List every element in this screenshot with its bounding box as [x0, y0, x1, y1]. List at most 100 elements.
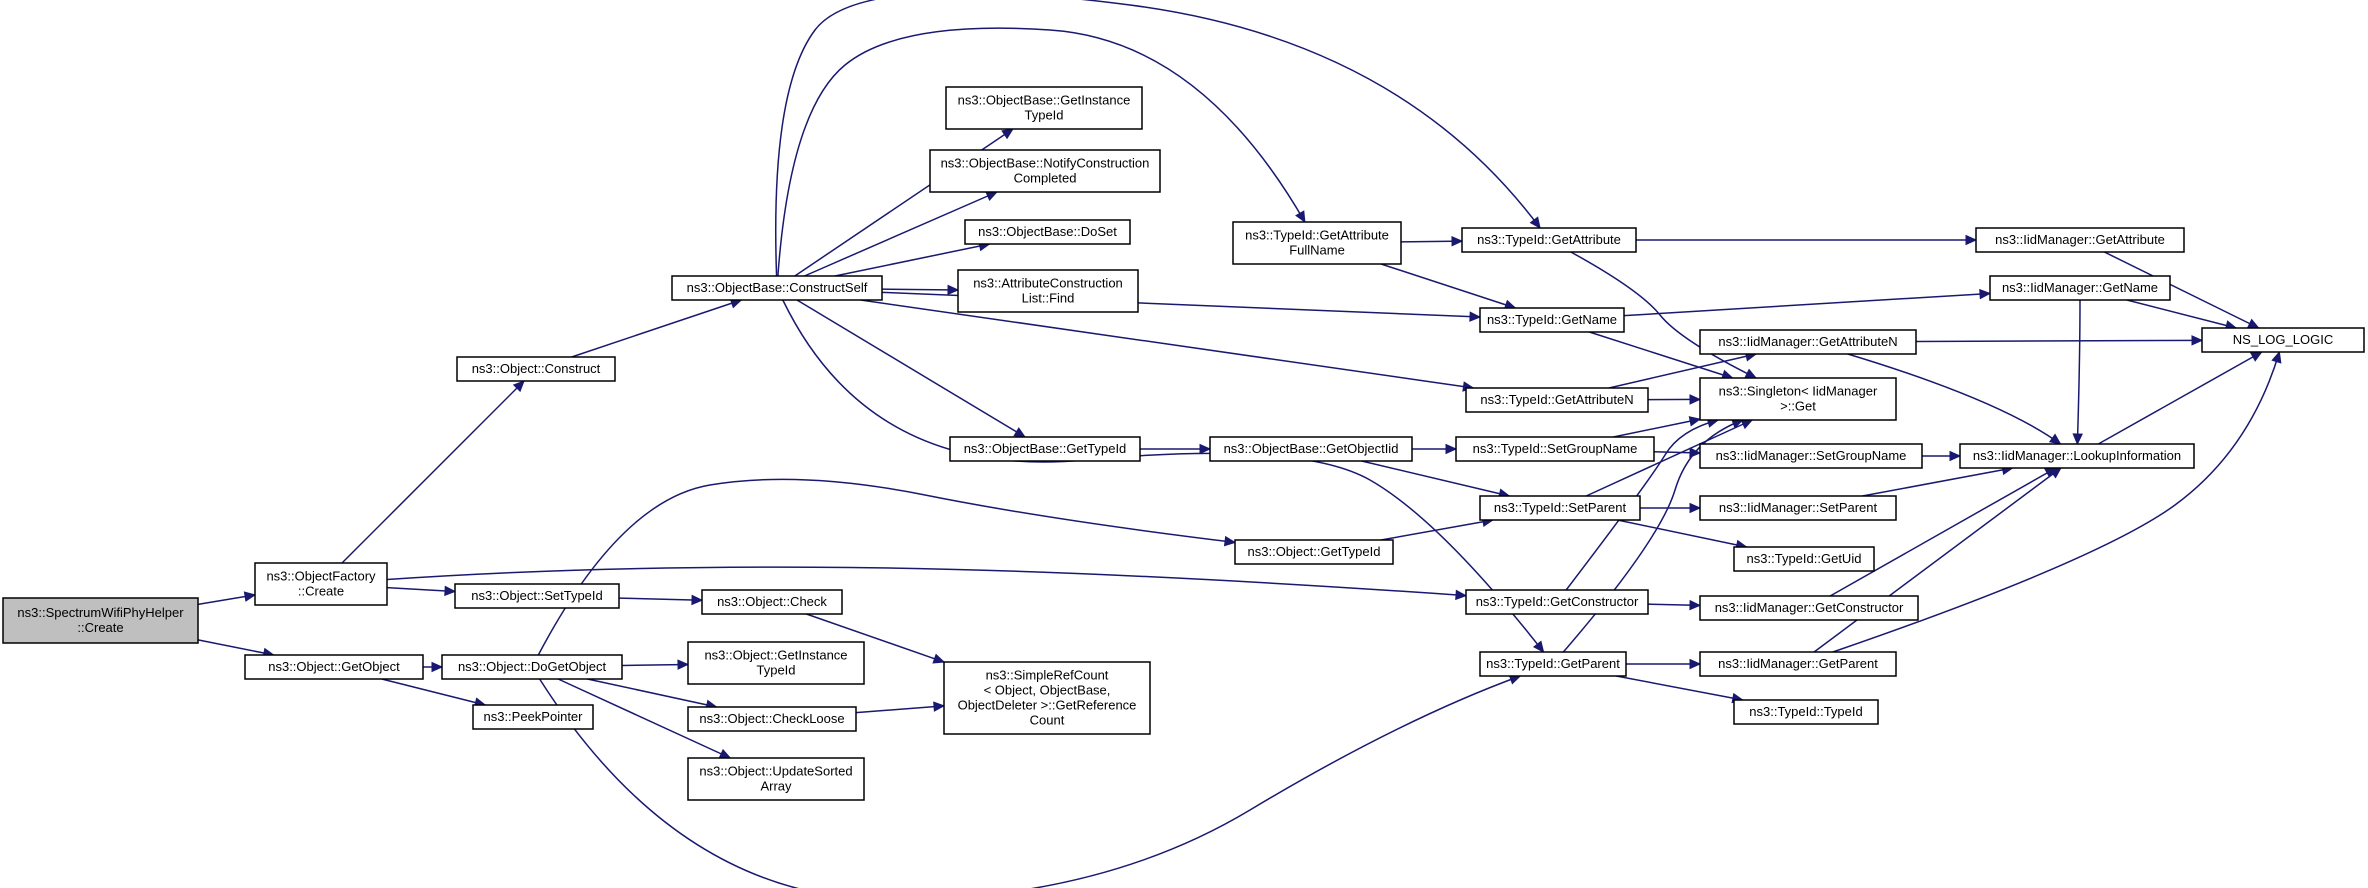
node-notify-construction[interactable]: ns3::ObjectBase::NotifyConstructionCompl…: [929, 149, 1161, 193]
node-doset[interactable]: ns3::ObjectBase::DoSet: [964, 219, 1131, 245]
node-label-line: ::Create: [298, 584, 344, 599]
edge-line: [834, 243, 990, 277]
edge-line: [1813, 467, 2062, 653]
node-iid-get-parent[interactable]: ns3::IidManager::GetParent: [1699, 651, 1897, 677]
edge-arrowhead: [1689, 394, 1702, 405]
node-iid-get-attribute-n[interactable]: ns3::IidManager::GetAttributeN: [1699, 329, 1917, 355]
node-label-line: ns3::TypeId::GetUid: [1747, 551, 1862, 566]
node-tid-get-uid[interactable]: ns3::TypeId::GetUid: [1733, 546, 1875, 572]
edge-line: [1380, 519, 1494, 541]
node-box: [687, 641, 865, 685]
node-tid-get-name[interactable]: ns3::TypeId::GetName: [1479, 307, 1625, 333]
edge-line: [1585, 419, 1753, 497]
edge-line: [1613, 418, 1701, 438]
edge-ob_get_object_iid-to-tid_set_group_name: [1412, 443, 1458, 455]
node-simple-ref-count[interactable]: ns3::SimpleRefCount< Object, ObjectBase,…: [943, 661, 1151, 735]
edge-arrowhead: [985, 191, 999, 202]
edge-line: [1617, 519, 1747, 548]
node-box: [1479, 651, 1627, 677]
edge-line: [2104, 251, 2259, 329]
edge-line: [1616, 675, 1743, 701]
edge-obj_set_typeid-to-obj_check: [618, 594, 704, 606]
node-box: [1699, 495, 1897, 521]
edge-line: [621, 663, 689, 667]
node-root[interactable]: ns3::SpectrumWifiPhyHelper::Create: [2, 597, 199, 644]
node-tid-get-attribute[interactable]: ns3::TypeId::GetAttribute: [1461, 227, 1637, 253]
node-box: [254, 562, 388, 606]
node-tid-set-parent[interactable]: ns3::TypeId::SetParent: [1479, 495, 1641, 521]
node-ob-get-object-iid[interactable]: ns3::ObjectBase::GetObjectIid: [1209, 436, 1413, 462]
node-box: [1209, 436, 1413, 462]
edge-line: [587, 678, 717, 708]
node-do-get-object[interactable]: ns3::Object::DoGetObject: [441, 654, 623, 680]
edge-construct_self-to-notify_construction: [804, 191, 999, 277]
node-label-line: Array: [760, 779, 792, 794]
node-tid-set-group-name[interactable]: ns3::TypeId::SetGroupName: [1455, 436, 1655, 462]
node-box: [1699, 651, 1897, 677]
node-label-line: ns3::ObjectBase::GetInstance: [958, 93, 1131, 108]
node-iid-get-name[interactable]: ns3::IidManager::GetName: [1989, 275, 2171, 301]
node-iid-get-constructor[interactable]: ns3::IidManager::GetConstructor: [1699, 595, 1919, 621]
node-factory-create[interactable]: ns3::ObjectFactory::Create: [254, 562, 388, 606]
edge-line: [386, 586, 456, 593]
edge-line: [1608, 353, 1757, 389]
node-get-object[interactable]: ns3::Object::GetObject: [244, 654, 424, 680]
edge-line: [804, 191, 998, 277]
node-obj-set-typeid[interactable]: ns3::Object::SetTypeId: [454, 583, 620, 609]
node-label-line: ns3::TypeId::TypeId: [1749, 704, 1862, 719]
edge-line: [782, 299, 1545, 653]
node-label-line: ns3::TypeId::GetParent: [1486, 656, 1620, 671]
node-box: [1733, 699, 1879, 725]
edge-arrowhead: [1455, 589, 1468, 601]
node-ns-log-logic[interactable]: NS_LOG_LOGIC: [2201, 327, 2365, 353]
edge-factory_create-to-object_construct: [341, 380, 525, 564]
edge-arrowhead: [1451, 235, 1464, 247]
node-label-line: ns3::ObjectBase::GetTypeId: [964, 441, 1127, 456]
node-object-construct[interactable]: ns3::Object::Construct: [456, 356, 616, 382]
edge-arrowhead: [718, 748, 732, 759]
node-ob-get-typeid[interactable]: ns3::ObjectBase::GetTypeId: [949, 436, 1141, 462]
node-label-line: Count: [1030, 713, 1065, 728]
node-tid-get-constructor[interactable]: ns3::TypeId::GetConstructor: [1465, 589, 1649, 615]
node-iid-set-group-name[interactable]: ns3::IidManager::SetGroupName: [1699, 443, 1923, 469]
node-box: [1699, 377, 1897, 421]
node-iid-get-attribute[interactable]: ns3::IidManager::GetAttribute: [1975, 227, 2185, 253]
edge-ob_get_typeid-to-ob_get_object_iid: [1140, 443, 1212, 455]
node-box: [687, 706, 857, 732]
node-label-line: ns3::TypeId::GetConstructor: [1476, 594, 1639, 609]
node-iid-lookup[interactable]: ns3::IidManager::LookupInformation: [1959, 443, 2195, 469]
node-obj-check[interactable]: ns3::Object::Check: [701, 589, 843, 615]
edge-line: [1380, 263, 1516, 309]
node-label-line: ns3::ObjectBase::ConstructSelf: [687, 280, 868, 295]
edge-line: [881, 288, 959, 291]
node-peek-pointer[interactable]: ns3::PeekPointer: [472, 704, 594, 730]
edge-line: [197, 639, 274, 656]
node-box: [2201, 327, 2365, 353]
node-label-line: ns3::IidManager::GetAttributeN: [1718, 334, 1897, 349]
edge-get_object-to-peek_pointer: [381, 678, 487, 708]
node-label-line: ns3::ObjectBase::NotifyConstruction: [941, 156, 1150, 171]
node-check-loose[interactable]: ns3::Object::CheckLoose: [687, 706, 857, 732]
edge-arrowhead: [1199, 443, 1212, 455]
call-edges: [197, 0, 2282, 888]
node-singleton-get[interactable]: ns3::Singleton< IidManager>::Get: [1699, 377, 1897, 421]
node-box: [929, 149, 1161, 193]
node-construct-self[interactable]: ns3::ObjectBase::ConstructSelf: [671, 275, 883, 301]
node-tid-get-attribute-n[interactable]: ns3::TypeId::GetAttributeN: [1465, 387, 1649, 413]
edge-line: [1915, 339, 2203, 343]
node-tid-typeid[interactable]: ns3::TypeId::TypeId: [1733, 699, 1879, 725]
edge-tid_get_attr_fullname-to-tid_get_attribute: [1400, 235, 1464, 247]
node-obj-get-typeid[interactable]: ns3::Object::GetTypeId: [1234, 539, 1394, 565]
node-label-line: ns3::Object::GetObject: [268, 659, 400, 674]
node-iid-set-parent[interactable]: ns3::IidManager::SetParent: [1699, 495, 1897, 521]
edge-arrowhead: [2072, 433, 2083, 446]
edge-arrowhead: [1979, 288, 1992, 300]
node-box: [1479, 495, 1641, 521]
edge-line: [1829, 467, 2057, 597]
node-tid-get-parent[interactable]: ns3::TypeId::GetParent: [1479, 651, 1627, 677]
